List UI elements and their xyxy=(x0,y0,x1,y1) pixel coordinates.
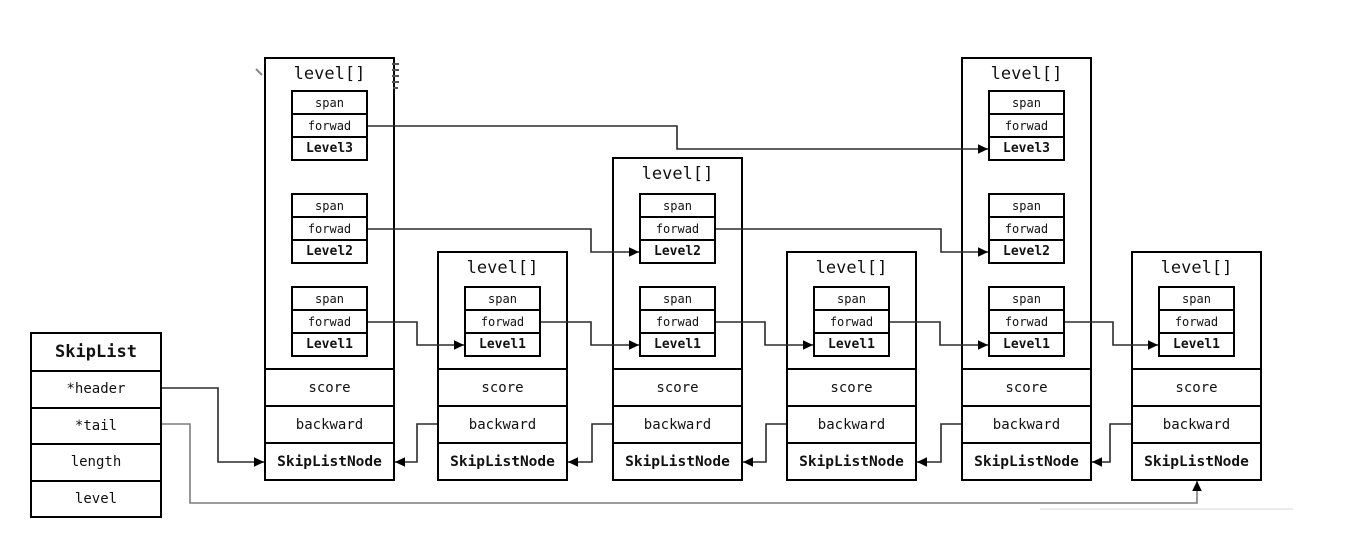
node5-level-array-title: level[] xyxy=(990,64,1063,84)
node1-level1-forward: forwad xyxy=(293,309,366,332)
node5-score: score xyxy=(1005,379,1048,396)
node5-level3-entry: span forwad Level3 xyxy=(988,90,1065,161)
node5-level3-span: span xyxy=(1012,95,1041,110)
node3-score: score xyxy=(656,379,699,396)
node5-level3-label: Level3 xyxy=(990,136,1063,159)
node2-level1-label: Level1 xyxy=(466,332,539,355)
skiplist-field-header: *header xyxy=(32,372,160,409)
node3-level2-entry: span forwad Level2 xyxy=(639,193,716,264)
node1-level3-entry: span forwad Level3 xyxy=(291,90,368,161)
node5-level1-label: Level1 xyxy=(990,332,1063,355)
skiplistnode-5: level[] span forwad Level3 span forwad L… xyxy=(961,57,1092,481)
skiplist-field-level: level xyxy=(74,490,118,507)
node1-level2-forward: forwad xyxy=(293,216,366,239)
node3-level2-forward: forwad xyxy=(641,216,714,239)
node2-backward: backward xyxy=(439,405,566,442)
node4-level1-label: Level1 xyxy=(815,332,888,355)
node4-type-label: SkipListNode xyxy=(788,442,915,479)
node6-type-label: SkipListNode xyxy=(1133,442,1260,479)
node1-level3-forward: forwad xyxy=(293,113,366,136)
node6-level1-entry: span forwad Level1 xyxy=(1158,286,1235,357)
header-to-node1-skiplistnode-arrowhead xyxy=(254,457,264,467)
node5-level2-span: span xyxy=(1012,198,1041,213)
node1-level2-label: Level2 xyxy=(293,239,366,262)
node3-backward-to-node2-skiplistnode-arrowhead xyxy=(568,457,578,467)
skiplist-struct-box: SkipList *header *tail length level xyxy=(30,332,162,518)
node6-score: score xyxy=(1175,379,1218,396)
node4-level1-span: span xyxy=(837,291,866,306)
node4-level1-entry: span forwad Level1 xyxy=(813,286,890,357)
tail-to-node6-skiplistnode-arrowhead xyxy=(1192,481,1202,491)
node4-backward-to-node3-skiplistnode-arrowhead xyxy=(743,457,753,467)
node6-backward-to-node5-skiplistnode xyxy=(1092,423,1131,463)
node6-level1-label: Level1 xyxy=(1160,332,1233,355)
node3-level-array-title: level[] xyxy=(641,164,714,184)
node1-level-array-title: level[] xyxy=(293,64,366,84)
node3-level1-label: Level1 xyxy=(641,332,714,355)
node3-level1-forward: forwad xyxy=(641,309,714,332)
node3-backward-to-node2-skiplistnode xyxy=(568,423,612,463)
node1-score: score xyxy=(308,379,351,396)
node5-level2-label: Level2 xyxy=(990,239,1063,262)
node2-level1-span: span xyxy=(488,291,517,306)
node2-level1-forward: forwad xyxy=(466,309,539,332)
node1-level2-forward-to-node3-level2 xyxy=(368,228,639,253)
node1-level1-label: Level1 xyxy=(293,332,366,355)
node1-type-label: SkipListNode xyxy=(266,442,393,479)
node5-level2-entry: span forwad Level2 xyxy=(988,193,1065,264)
skiplistnode-2: level[] span forwad Level1 score backwar… xyxy=(437,251,568,481)
node5-level1-span: span xyxy=(1012,291,1041,306)
node2-score: score xyxy=(481,379,524,396)
node5-level2-forward: forwad xyxy=(990,216,1063,239)
skiplistnode-4: level[] span forwad Level1 score backwar… xyxy=(786,251,917,481)
node1-level3-forward-to-node5-level3 xyxy=(368,125,988,150)
node6-level1-span: span xyxy=(1182,291,1211,306)
node1-level1-span: span xyxy=(315,291,344,306)
node4-level-array-title: level[] xyxy=(815,258,888,278)
node5-backward-to-node4-skiplistnode xyxy=(917,423,961,463)
skiplist-title: SkipList xyxy=(32,334,160,372)
node5-level3-forward: forwad xyxy=(990,113,1063,136)
node5-backward-to-node4-skiplistnode-arrowhead xyxy=(917,457,927,467)
tick-mark xyxy=(255,68,263,76)
node5-level1-forward: forwad xyxy=(990,309,1063,332)
node2-type-label: SkipListNode xyxy=(439,442,566,479)
node1-level2-entry: span forwad Level2 xyxy=(291,193,368,264)
node2-level1-entry: span forwad Level1 xyxy=(464,286,541,357)
node5-backward: backward xyxy=(963,405,1090,442)
node3-level1-span: span xyxy=(663,291,692,306)
node2-backward-to-node1-skiplistnode-arrowhead xyxy=(395,457,405,467)
skiplistnode-6: level[] span forwad Level1 score backwar… xyxy=(1131,251,1262,481)
node2-level-array-title: level[] xyxy=(466,258,539,278)
skiplistnode-1: level[] span forwad Level3 span forwad L… xyxy=(264,57,395,481)
node1-level1-entry: span forwad Level1 xyxy=(291,286,368,357)
node1-level2-span: span xyxy=(315,198,344,213)
node3-level2-label: Level2 xyxy=(641,239,714,262)
node4-backward-to-node3-skiplistnode xyxy=(743,423,786,463)
node3-level2-forward-to-node5-level2 xyxy=(716,228,988,253)
node3-level1-entry: span forwad Level1 xyxy=(639,286,716,357)
node3-backward: backward xyxy=(614,405,741,442)
node1-level3-label: Level3 xyxy=(293,136,366,159)
node2-backward-to-node1-skiplistnode xyxy=(395,423,437,463)
node6-level1-forward: forwad xyxy=(1160,309,1233,332)
node6-backward-to-node5-skiplistnode-arrowhead xyxy=(1092,457,1102,467)
node1-level3-span: span xyxy=(315,95,344,110)
skiplist-field-length: length xyxy=(32,445,160,482)
node3-type-label: SkipListNode xyxy=(614,442,741,479)
node4-level1-forward: forwad xyxy=(815,309,888,332)
header-to-node1-skiplistnode xyxy=(162,387,264,463)
node3-level2-span: span xyxy=(663,198,692,213)
node5-type-label: SkipListNode xyxy=(963,442,1090,479)
node6-level-array-title: level[] xyxy=(1160,258,1233,278)
node1-backward: backward xyxy=(266,405,393,442)
node4-backward: backward xyxy=(788,405,915,442)
node5-level1-entry: span forwad Level1 xyxy=(988,286,1065,357)
node6-backward: backward xyxy=(1133,405,1260,442)
skiplistnode-3: level[] span forwad Level2 span forwad L… xyxy=(612,157,743,481)
node4-score: score xyxy=(830,379,873,396)
skiplist-field-tail: *tail xyxy=(32,409,160,445)
